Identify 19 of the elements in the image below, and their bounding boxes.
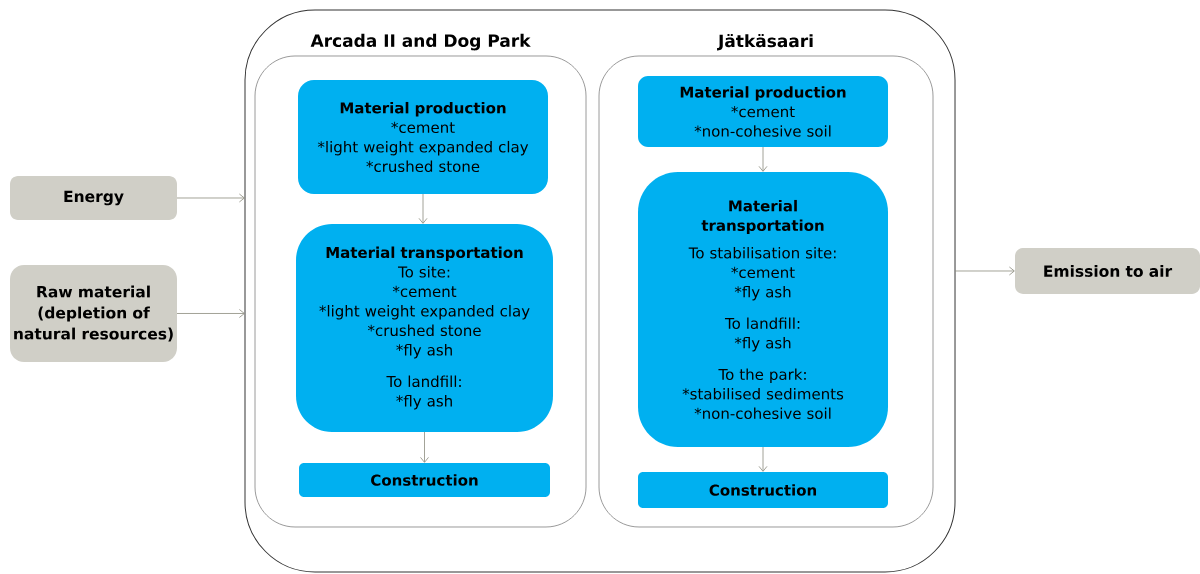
process-box: Material transportation To stabilisation site: *cement *fly ash To landfill: *fly ash To the park: *stabilised sediments *non-cohesive soil (638, 172, 888, 447)
process-box: Construction (299, 463, 550, 497)
arrow (418, 193, 428, 224)
system-boundary (244, 9, 956, 573)
process-box: Material production *cement *light weight expanded clay *crushed stone (298, 80, 548, 194)
node-label: Arcada II and Dog Park (310, 33, 531, 51)
arrow (420, 431, 429, 463)
process-box: Material transportation To site: *cement *light weight expanded clay *crushed stone *fly ash To landfill: *fly ash (296, 224, 553, 432)
process-box: Construction (638, 472, 888, 508)
arrow (758, 446, 768, 472)
arrow (758, 146, 768, 172)
input-output-box: Emission to air (1015, 248, 1200, 294)
node-label: Jätkäsaari (717, 33, 813, 51)
arrow (954, 266, 1015, 276)
process-box: Material production *cement *non-cohesive soil (638, 76, 888, 147)
input-output-box: Raw material (depletion of natural resources) (10, 265, 177, 362)
arrow (176, 193, 245, 203)
input-output-box: Energy (10, 176, 177, 220)
arrow (176, 309, 245, 318)
